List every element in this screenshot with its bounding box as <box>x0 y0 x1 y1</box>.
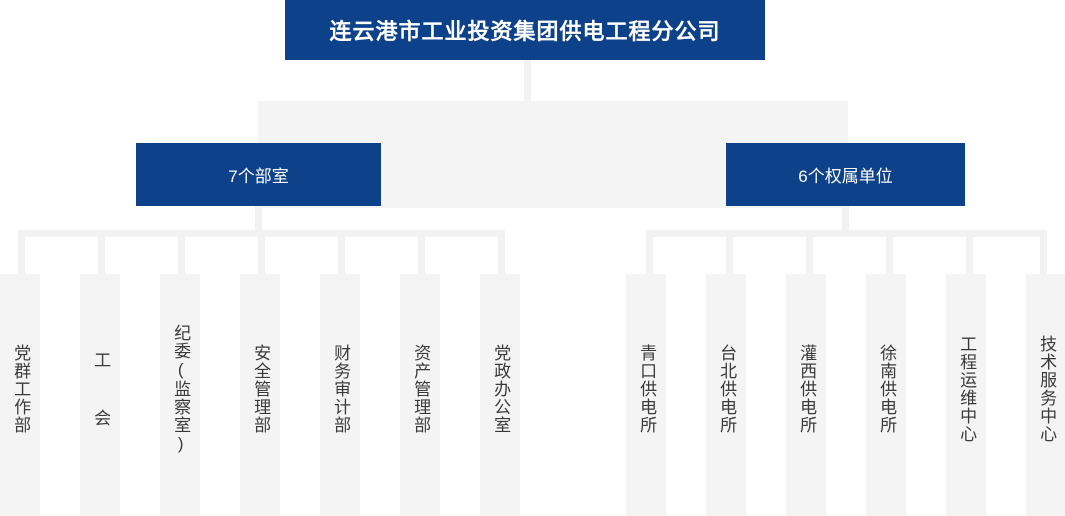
leaf-label-department-5: 财务审计部 <box>331 344 351 434</box>
leaf-label-unit-3: 灌西供电所 <box>797 344 817 434</box>
leaf-node-department-4[interactable]: 安全管理部 <box>240 274 280 516</box>
connector-root-stem <box>524 60 531 102</box>
connector-drop-unit-1 <box>646 230 653 276</box>
connector-drop-department-2 <box>98 230 105 276</box>
level2-node-affiliated-units-label: 6个权属单位 <box>798 167 893 186</box>
root-node[interactable]: 连云港市工业投资集团供电工程分公司 <box>285 0 765 60</box>
leaf-label-unit-5: 工程运维中心 <box>957 335 977 443</box>
connector-drop-department-6 <box>418 230 425 276</box>
connector-drop-unit-4 <box>886 230 893 276</box>
connector-drop-department-4 <box>258 230 265 276</box>
level2-node-affiliated-units[interactable]: 6个权属单位 <box>726 143 965 206</box>
leaf-node-department-5[interactable]: 财务审计部 <box>320 274 360 516</box>
leaf-label-unit-1: 青口供电所 <box>637 344 657 434</box>
leaf-node-unit-5[interactable]: 工程运维中心 <box>946 274 986 516</box>
connector-drop-unit-6 <box>1040 230 1047 276</box>
level2-node-departments-label: 7个部室 <box>228 167 289 186</box>
connector-drop-department-3 <box>178 230 185 276</box>
leaf-label-department-4: 安全管理部 <box>251 344 271 434</box>
connector-departments-stem <box>255 206 262 233</box>
leaf-node-department-1[interactable]: 党群工作部 <box>0 274 40 516</box>
leaf-node-unit-3[interactable]: 灌西供电所 <box>786 274 826 516</box>
leaf-node-department-3[interactable]: 纪委(监察室) <box>160 274 200 516</box>
leaf-node-department-6[interactable]: 资产管理部 <box>400 274 440 516</box>
leaf-label-department-1: 党群工作部 <box>11 344 31 434</box>
connector-drop-unit-2 <box>726 230 733 276</box>
connector-drop-department-7 <box>498 230 505 276</box>
leaf-node-unit-2[interactable]: 台北供电所 <box>706 274 746 516</box>
connector-affiliated-units-stem <box>842 206 849 233</box>
leaf-node-unit-6[interactable]: 技术服务中心 <box>1026 274 1065 516</box>
connector-drop-department-5 <box>338 230 345 276</box>
connector-drop-unit-3 <box>806 230 813 276</box>
leaf-label-department-7: 党政办公室 <box>491 344 511 434</box>
root-node-label: 连云港市工业投资集团供电工程分公司 <box>329 19 721 44</box>
leaf-label-department-2: 工 会 <box>91 351 111 427</box>
leaf-node-department-7[interactable]: 党政办公室 <box>480 274 520 516</box>
leaf-label-department-6: 资产管理部 <box>411 344 431 434</box>
leaf-node-unit-4[interactable]: 徐南供电所 <box>866 274 906 516</box>
connector-drop-unit-5 <box>966 230 973 276</box>
connector-drop-department-1 <box>18 230 25 276</box>
connector-affiliated-units-rail <box>646 230 1047 237</box>
leaf-node-unit-1[interactable]: 青口供电所 <box>626 274 666 516</box>
leaf-node-department-2[interactable]: 工 会 <box>80 274 120 516</box>
leaf-label-department-3: 纪委(监察室) <box>171 324 191 454</box>
level2-node-departments[interactable]: 7个部室 <box>136 143 381 206</box>
leaf-label-unit-4: 徐南供电所 <box>877 344 897 434</box>
leaf-label-unit-2: 台北供电所 <box>717 344 737 434</box>
leaf-label-unit-6: 技术服务中心 <box>1037 335 1057 443</box>
